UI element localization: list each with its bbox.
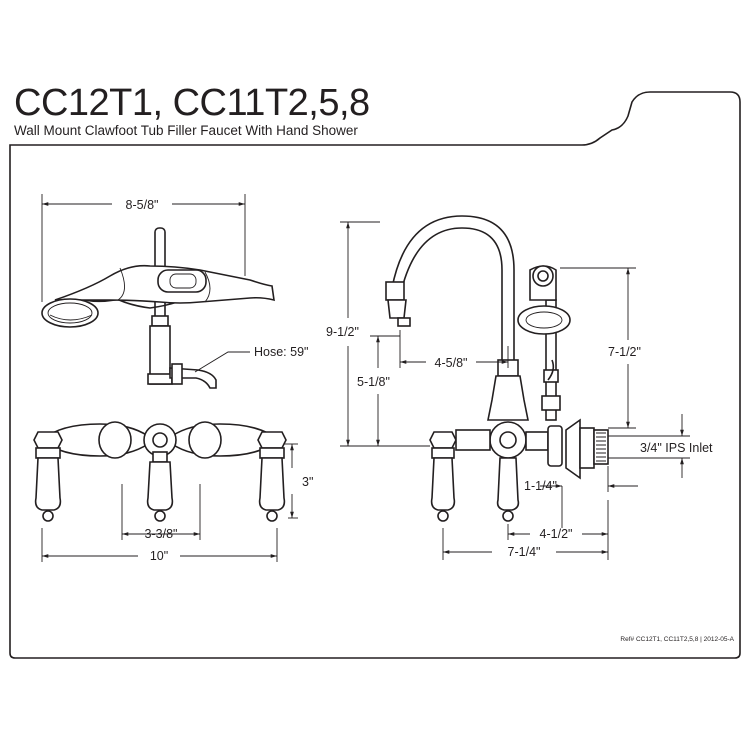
dim-top-width: 8-5/8" xyxy=(126,198,159,212)
dim-hose: Hose: 59" xyxy=(254,345,308,359)
reference-code: Ref# CC12T1, CC11T2,5,8 | 2012-05-A xyxy=(620,636,734,643)
center-handle xyxy=(146,461,174,522)
dim-spout-height: 5-1/8" xyxy=(357,375,390,389)
dim-total-height: 9-1/2" xyxy=(326,325,359,339)
panel-frame xyxy=(9,91,741,659)
dim-depth: 7-1/4" xyxy=(508,545,541,559)
right-handle xyxy=(257,431,287,522)
dim-projection: 4-1/2" xyxy=(540,527,573,541)
dim-center-spacing: 3-3/8" xyxy=(145,527,178,541)
dim-shower-height: 7-1/2" xyxy=(608,345,641,359)
front-dimensions: 8-5/8" Hose: 59" 3-3/8" 10" 3" xyxy=(41,194,313,563)
dim-overall-width: 10" xyxy=(150,549,168,563)
page-subtitle: Wall Mount Clawfoot Tub Filler Faucet Wi… xyxy=(14,123,358,138)
left-handle xyxy=(33,431,63,522)
front-view xyxy=(33,227,287,522)
side-dimensions: 9-1/2" 5-1/8" 4-5/8" 7-1/2" 3/4" IPS Inl… xyxy=(326,221,713,560)
dim-handle-height: 3" xyxy=(302,475,313,489)
page-title: CC12T1, CC11T2,5,8 xyxy=(14,82,370,124)
dim-inlet: 3/4" IPS Inlet xyxy=(640,441,713,455)
side-view xyxy=(385,215,609,522)
dim-spout-reach: 4-5/8" xyxy=(435,356,468,370)
dim-inlet-offset: 1-1/4" xyxy=(524,479,557,493)
